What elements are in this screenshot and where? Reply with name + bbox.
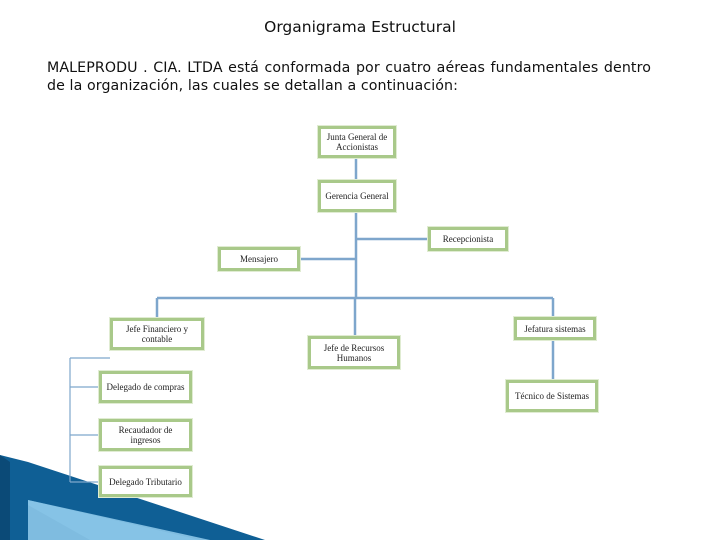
node-tecnico-sistemas: Técnico de Sistemas xyxy=(506,380,598,412)
node-mensajero: Mensajero xyxy=(218,247,300,271)
node-delegado-compras: Delegado de compras xyxy=(99,371,192,403)
node-junta-general: Junta General de Accionistas xyxy=(318,126,396,158)
node-recaudador-ingresos: Recaudador de ingresos xyxy=(99,419,192,451)
node-jefatura-sistemas: Jefatura sistemas xyxy=(514,317,596,340)
node-jefe-recursos-humanos: Jefe de Recursos Humanos xyxy=(308,336,400,369)
node-recepcionista: Recepcionista xyxy=(428,227,508,251)
node-delegado-tributario: Delegado Tributario xyxy=(99,466,192,497)
node-gerencia-general: Gerencia General xyxy=(318,180,396,212)
node-jefe-financiero: Jefe Financiero y contable xyxy=(110,318,204,350)
